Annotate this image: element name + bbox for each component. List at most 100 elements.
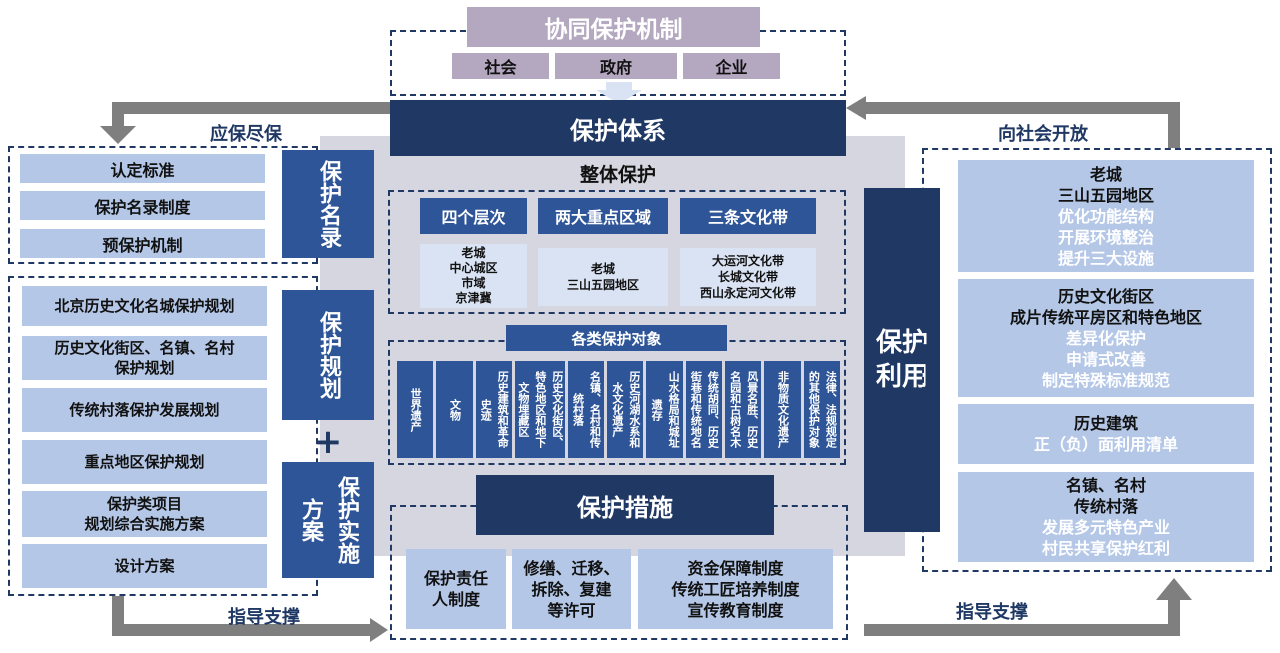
mechanism-down-arrow: [596, 82, 642, 104]
right-bottom-arrow-label: 指导支撑: [956, 602, 1028, 623]
use-line: 成片传统平房区和特色地区: [1009, 307, 1202, 327]
mechanism-item-society: 社会: [452, 53, 549, 79]
use-line: 三山五园地区: [1057, 185, 1154, 205]
object-col: 水文化遗产: [610, 382, 624, 437]
use-item-historic-building: 历史建筑 正（负）面利用清单: [958, 404, 1254, 464]
object-col: 世界遗产: [409, 387, 423, 432]
left-top-arrow-head: [100, 126, 136, 144]
measure-line: 资金保障制度: [687, 558, 784, 578]
plan-line: 北京历史文化名城保护规划: [54, 297, 235, 315]
measure-item-systems: 资金保障制度 传统工匠培养制度 宣传教育制度: [638, 549, 833, 629]
plan-item-design: 设计方案: [22, 544, 267, 588]
impl-label: 保护实施 方案: [282, 462, 374, 578]
right-bottom-arrow-head: [1156, 578, 1192, 600]
use-line-highlight: 村民共享保护红利: [1041, 539, 1170, 558]
group-body-culture-belts: 大运河文化带 长城文化带 西山永定河文化带: [680, 248, 816, 306]
use-label-text: 保护利用: [875, 328, 928, 392]
object-item: 风景名胜、历史 名园和古树名木: [725, 361, 762, 458]
object-col: 传统胡同、历史: [706, 371, 720, 448]
group-line: 西山永定河文化带: [699, 286, 796, 300]
measure-line: 修缮、迁移、: [523, 558, 620, 578]
measure-line: 保护责任: [423, 569, 488, 588]
plan-frame: [8, 276, 318, 596]
measure-item-responsibility: 保护责任 人制度: [406, 549, 506, 629]
group-line: 三山五园地区: [566, 278, 639, 292]
plan-line: 重点地区保护规划: [84, 453, 205, 471]
list-item-pre-protection: 预保护机制: [20, 229, 265, 258]
object-item: 世界遗产: [397, 361, 434, 458]
object-item: 传统胡同、历史 街巷和传统地名: [685, 361, 723, 458]
use-item-old-city: 老城 三山五园地区 优化功能结构 开展环境整治 提升三大设施: [958, 160, 1254, 272]
group-line: 长城文化带: [717, 270, 778, 284]
plan-line: 历史文化街区、名镇、名村: [54, 339, 235, 357]
object-item: 非物质文化遗产: [764, 361, 801, 458]
group-line: 市域: [461, 276, 486, 290]
group-line: 老城: [590, 262, 615, 276]
plan-item-city-plan: 北京历史文化名城保护规划: [22, 286, 267, 326]
group-line: 京津冀: [455, 291, 492, 305]
object-col: 文物埋藏区: [516, 382, 530, 437]
left-bottom-arrow-bar: [112, 624, 372, 636]
whole-protection-title: 整体保护: [579, 163, 656, 186]
left-top-arrow-bar: [112, 102, 390, 114]
objects-row: 世界遗产 文物 历史建筑和革命 史迹 历史文化街区、 特色地区和地下 文物埋藏区…: [397, 361, 840, 458]
plan-item-key-area-plan: 重点地区保护规划: [22, 440, 267, 484]
object-item: 名镇、名村和传 统村落: [567, 361, 605, 458]
impl-label-text-b: 方案: [298, 498, 323, 542]
object-col: 历史河湖水系和: [627, 371, 641, 448]
plan-label-text: 保护规划: [316, 311, 341, 399]
use-line-highlight: 申请式改善: [1065, 349, 1146, 369]
object-col: 名园和古树名木: [728, 371, 742, 448]
left-top-arrow-stem: [112, 102, 124, 128]
list-item-criteria: 认定标准: [20, 154, 265, 183]
mechanism-title: 协同保护机制: [467, 7, 760, 47]
use-item-towns-villages: 名镇、名村 传统村落 发展多元特色产业 村民共享保护红利: [958, 472, 1254, 562]
object-item: 山水格局和城址 遗存: [646, 361, 683, 458]
object-col: 遗存: [650, 398, 664, 421]
use-line: 历史建筑: [1073, 414, 1138, 433]
objects-title: 各类保护对象: [506, 325, 727, 351]
use-line: 历史文化街区: [1057, 286, 1154, 306]
object-col: 统村落: [571, 393, 585, 426]
measure-line: 传统工匠培养制度: [671, 579, 800, 599]
use-line-highlight: 提升三大设施: [1057, 248, 1154, 268]
plan-item-village-plan: 传统村落保护发展规划: [22, 388, 267, 432]
right-top-arrow-bar: [864, 102, 1176, 114]
object-col: 山水格局和城址: [667, 371, 681, 448]
group-body-levels: 老城 中心城区 市域 京津冀: [420, 244, 527, 308]
object-col: 风景名胜、历史: [745, 371, 759, 448]
right-bottom-arrow-bar: [864, 624, 1180, 636]
use-line-highlight: 优化功能结构: [1057, 206, 1154, 226]
object-item: 历史建筑和革命 史迹: [475, 361, 512, 458]
use-line: 传统村落: [1073, 497, 1138, 516]
whole-protection-frame: [388, 190, 846, 314]
measure-line: 等许可: [547, 600, 596, 620]
measure-line: 人制度: [431, 590, 480, 609]
measure-line: 宣传教育制度: [687, 600, 784, 620]
object-col: 的其他保护对象: [807, 371, 821, 448]
object-col: 名镇、名村和传: [588, 371, 602, 448]
system-title: 保护体系: [390, 100, 846, 156]
impl-label-text-a: 保护实施: [334, 476, 359, 564]
object-col: 史迹: [479, 398, 493, 421]
plan-item-project-plan: 保护类项目 规划综合实施方案: [22, 491, 267, 537]
right-top-arrow-head: [846, 96, 866, 120]
left-top-arrow-label: 应保尽保: [210, 124, 282, 145]
list-item-list-system: 保护名录制度: [20, 191, 265, 220]
object-col: 非物质文化遗产: [776, 371, 790, 448]
plan-item-district-plan: 历史文化街区、名镇、名村 保护规划: [22, 336, 267, 380]
object-col: 历史建筑和革命: [496, 371, 510, 448]
list-label-text: 保护名录: [316, 160, 341, 248]
left-bottom-arrow-head: [370, 618, 388, 642]
plan-label: 保护规划: [282, 290, 374, 420]
plan-line: 保护规划: [114, 359, 175, 377]
use-line-highlight: 制定特殊标准规范: [1041, 370, 1170, 390]
left-bottom-arrow-label: 指导支撑: [228, 607, 300, 628]
use-line-highlight: 发展多元特色产业: [1041, 518, 1170, 537]
use-frame: [922, 148, 1272, 572]
object-item: 文物: [436, 361, 473, 458]
object-col: 街巷和传统地名: [689, 371, 703, 448]
object-item: 历史文化街区、 特色地区和地下 文物埋藏区: [514, 361, 565, 458]
object-item: 法律、法规规定 的其他保护对象: [803, 361, 840, 458]
group-line: 中心城区: [449, 261, 498, 275]
